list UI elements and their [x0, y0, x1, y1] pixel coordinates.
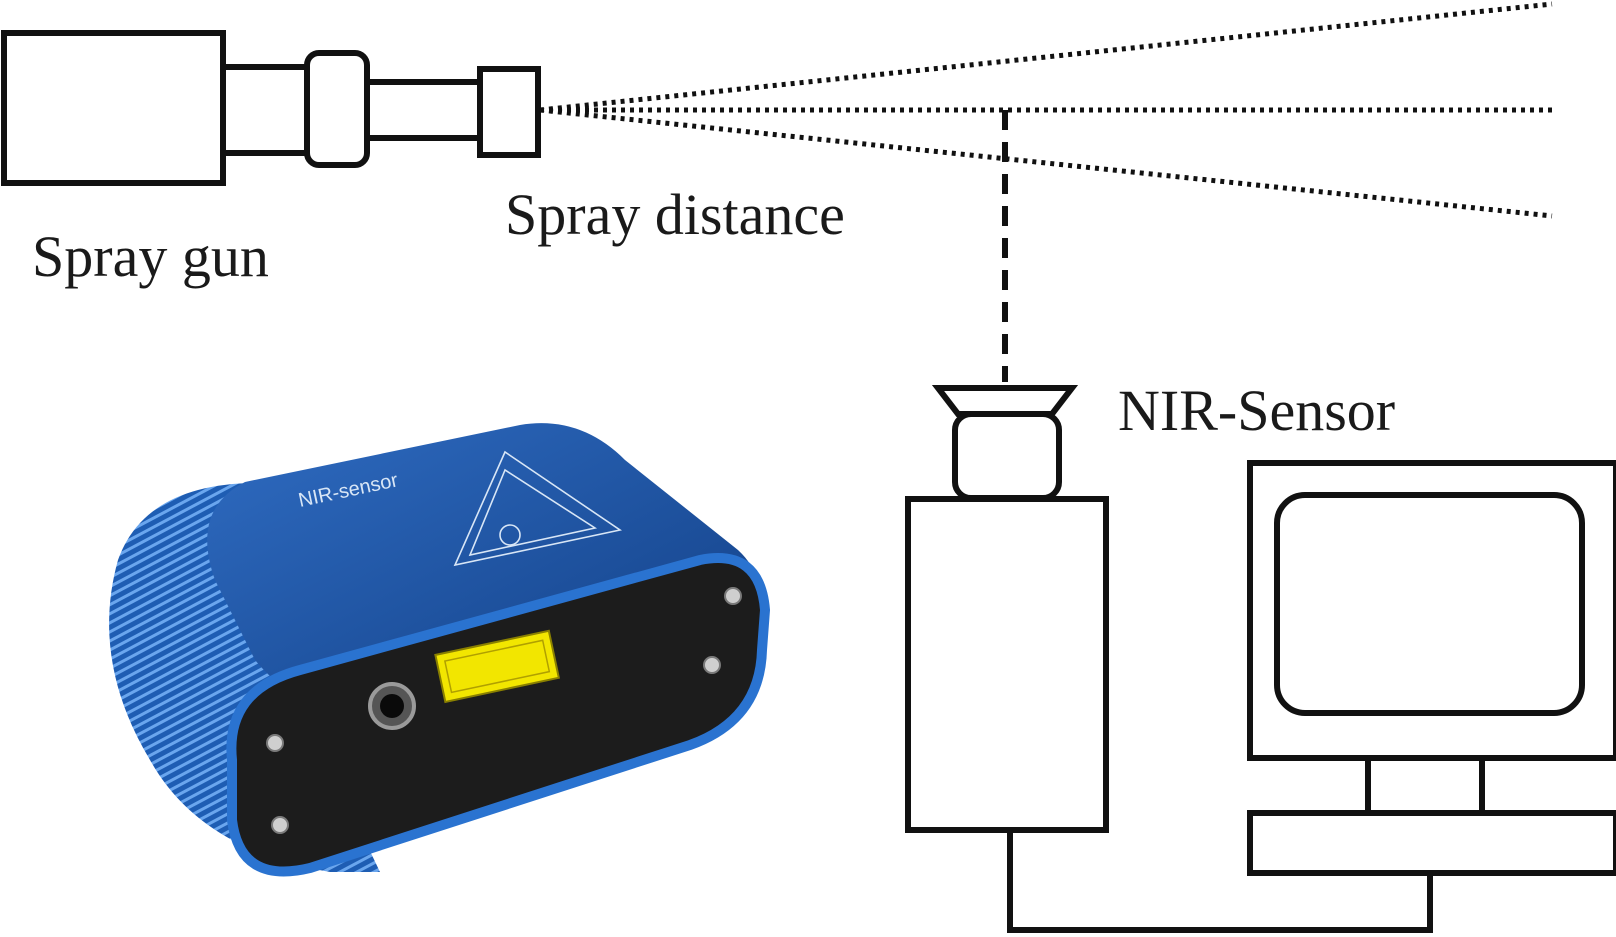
device-top [207, 423, 755, 704]
spray-line-lower [539, 107, 1553, 219]
sensor-body [905, 496, 1109, 833]
spray-gun-body [1, 30, 226, 186]
spray-distance-label: Spray distance [505, 182, 845, 247]
connection-cable [1007, 830, 1433, 933]
device-warning-label [434, 629, 561, 704]
device-aperture-inner [380, 694, 404, 718]
spray-gun [1, 30, 541, 186]
sensor-lens-icon [931, 385, 1079, 417]
nir-sensor-photo: NIR-sensor [109, 423, 771, 877]
spray-gun-nozzle [477, 66, 541, 158]
device-logo-icon [453, 450, 623, 567]
keyboard [1247, 810, 1616, 876]
monitor-screen [1274, 492, 1585, 716]
spray-line-upper [539, 1, 1553, 113]
sensor-head [952, 411, 1062, 501]
computer-icon [1247, 460, 1616, 876]
spray-gun-neck [220, 64, 310, 156]
device-screw-2 [271, 816, 289, 834]
device-screw-3 [724, 587, 742, 605]
nir-sensor-label: NIR-Sensor [1118, 378, 1396, 443]
spray-gun-collar [304, 50, 370, 168]
device-screw-4 [703, 656, 721, 674]
nir-sensor-schematic [905, 385, 1109, 833]
device-front-face [226, 553, 771, 877]
spray-cone [539, 1, 1553, 219]
device-screw-1 [266, 734, 284, 752]
spray-gun-label: Spray gun [32, 224, 269, 289]
monitor-stand [1365, 755, 1485, 816]
spray-gun-barrel [364, 79, 483, 141]
